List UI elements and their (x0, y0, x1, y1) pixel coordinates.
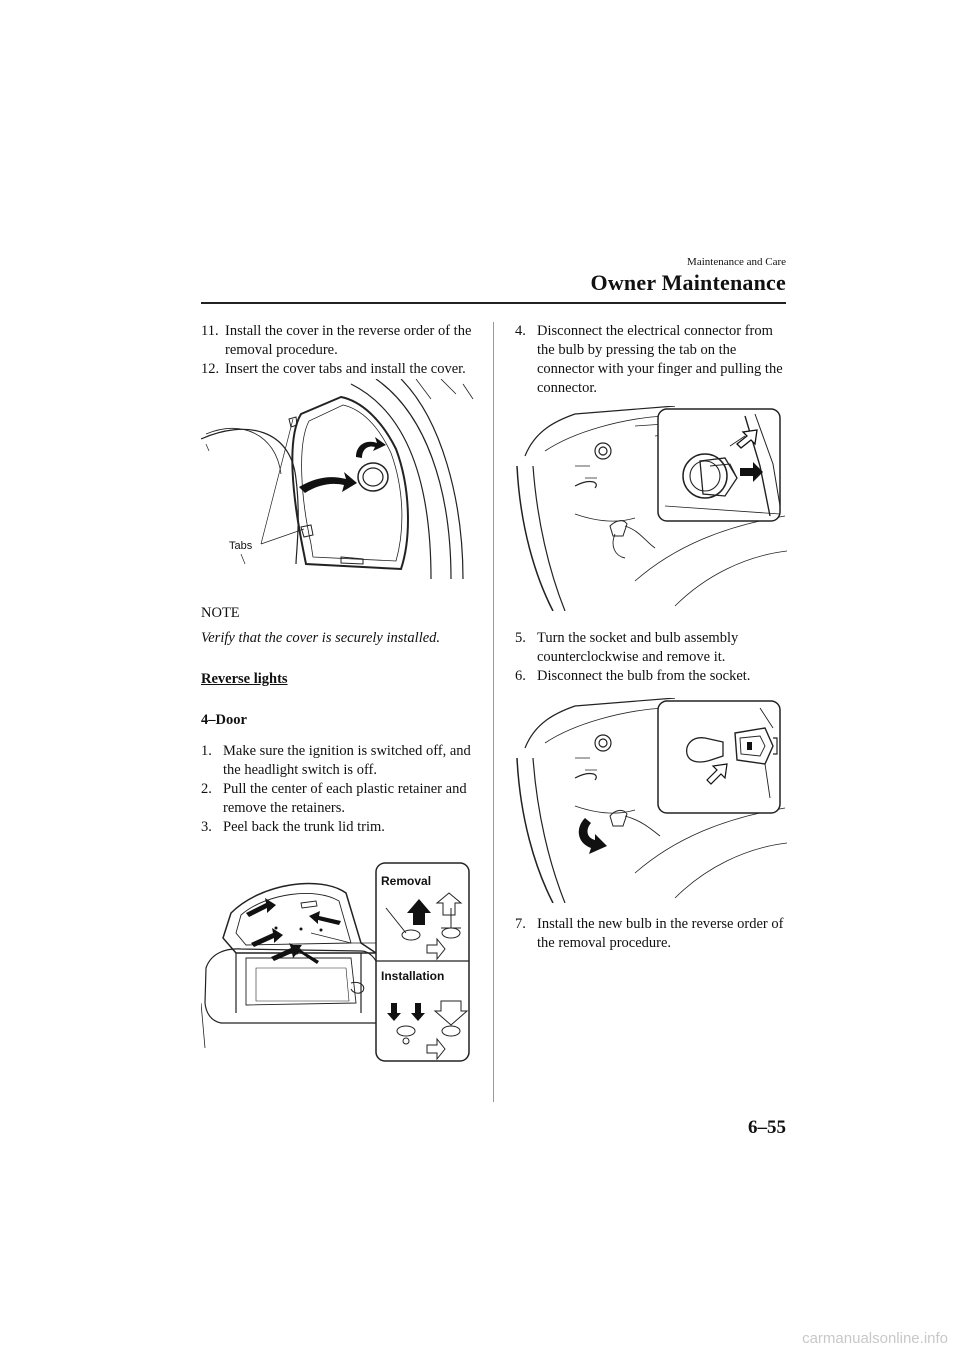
trunk-trim-illustration: Removal Installation (201, 862, 470, 1062)
steps-11-12: 11.Install the cover in the reverse orde… (201, 322, 476, 379)
column-divider (493, 322, 494, 1102)
subsection-title: 4–Door (201, 712, 247, 728)
socket-bulb-illustration (516, 698, 787, 903)
page-number: 6–55 (748, 1117, 786, 1138)
step-4-list: 4.Disconnect the electrical connector fr… (515, 322, 787, 398)
step-7: 7.Install the new bulb in the reverse or… (515, 916, 784, 951)
header-rule (201, 302, 786, 304)
note-heading: NOTE (201, 605, 240, 621)
steps-1-3: 1.Make sure the ignition is switched off… (201, 742, 476, 837)
installation-label: Installation (381, 969, 444, 983)
left-column: 11.Install the cover in the reverse orde… (201, 322, 476, 1073)
right-column: 4.Disconnect the electrical connector fr… (515, 322, 787, 953)
watermark: carmanualsonline.info (802, 1330, 948, 1347)
header-title: Owner Maintenance (590, 270, 786, 295)
step-5: 5.Turn the socket and bulb assembly coun… (515, 630, 739, 665)
step-7-list: 7.Install the new bulb in the reverse or… (515, 915, 787, 953)
removal-label: Removal (381, 874, 431, 888)
step-2: 2.Pull the center of each plastic retain… (201, 781, 467, 816)
step-12: 12.Insert the cover tabs and install the… (201, 361, 466, 377)
step-1: 1.Make sure the ignition is switched off… (201, 743, 471, 778)
cover-tabs-illustration: Tabs (201, 379, 474, 580)
connector-illustration (516, 406, 787, 611)
step-6: 6.Disconnect the bulb from the socket. (515, 668, 751, 684)
header-section: Maintenance and Care (687, 256, 786, 268)
tabs-label: Tabs (229, 540, 253, 552)
step-4: 4.Disconnect the electrical connector fr… (515, 323, 783, 396)
steps-5-6: 5.Turn the socket and bulb assembly coun… (515, 629, 787, 686)
section-title: Reverse lights (201, 671, 288, 687)
step-3: 3.Peel back the trunk lid trim. (201, 819, 385, 835)
note-text: Verify that the cover is securely instal… (201, 630, 441, 646)
step-11: 11.Install the cover in the reverse orde… (201, 323, 472, 358)
